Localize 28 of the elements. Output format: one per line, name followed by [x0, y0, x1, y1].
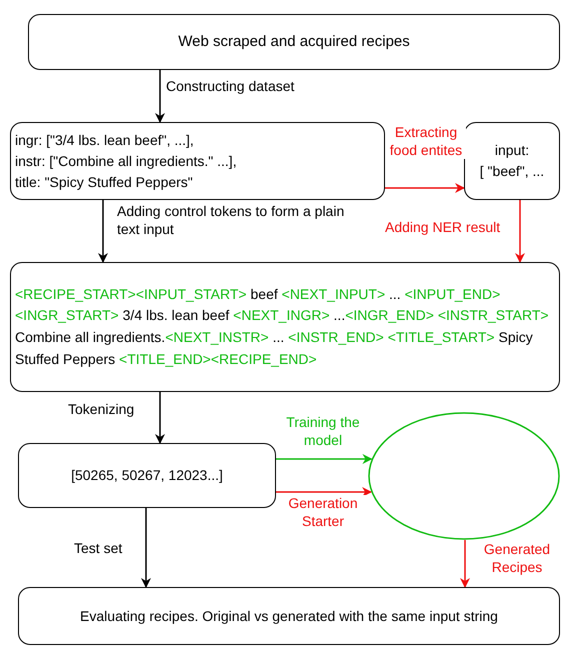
node-text: input:	[494, 141, 530, 160]
token-sequence: <RECIPE_START><INPUT_START> beef <NEXT_INPUT> ... <INPUT_END> <INGR_START> 3/4 lbs. lean beef <NEXT_INGR> ...<INGR_END> <INSTR_START> Combine all ingredients.<NEXT_INSTR> ... <INSTR_END> <TITLE_START> Spicy Stuffed Peppers <TITLE_END><RECIPE_END>	[15, 284, 550, 369]
node-text: instr: ["Combine all ingredients." ...],	[15, 152, 237, 171]
edge-label: Tokenizing	[68, 401, 134, 418]
node-text: ingr: ["3/4 lbs. lean beef", ...],	[15, 130, 194, 150]
process-box	[10, 122, 385, 200]
process-box	[28, 14, 560, 70]
node-text: title: "Spicy Stuffed Peppers"	[15, 172, 193, 192]
process-box	[10, 262, 560, 392]
arrow	[385, 183, 465, 193]
model-ellipse	[368, 412, 560, 540]
arrow	[155, 70, 165, 123]
node-text: Web scraped and acquired recipes	[178, 32, 410, 52]
edge-label: Adding NER result	[385, 219, 500, 236]
arrow	[98, 200, 108, 263]
arrow	[276, 454, 372, 464]
arrow	[515, 200, 525, 263]
arrow	[276, 487, 372, 497]
process-box	[18, 443, 276, 508]
edge-label: Constructing dataset	[166, 78, 294, 96]
process-box	[18, 587, 560, 645]
arrow	[155, 392, 165, 444]
node-text: Evaluating recipes. Original vs generated with the same input string	[80, 606, 498, 626]
node-text: [50265, 50267, 12023...]	[71, 466, 223, 485]
process-box	[464, 122, 560, 200]
arrow	[141, 508, 151, 588]
arrow	[460, 540, 470, 588]
node-text: [ "beef", ...	[480, 162, 544, 181]
